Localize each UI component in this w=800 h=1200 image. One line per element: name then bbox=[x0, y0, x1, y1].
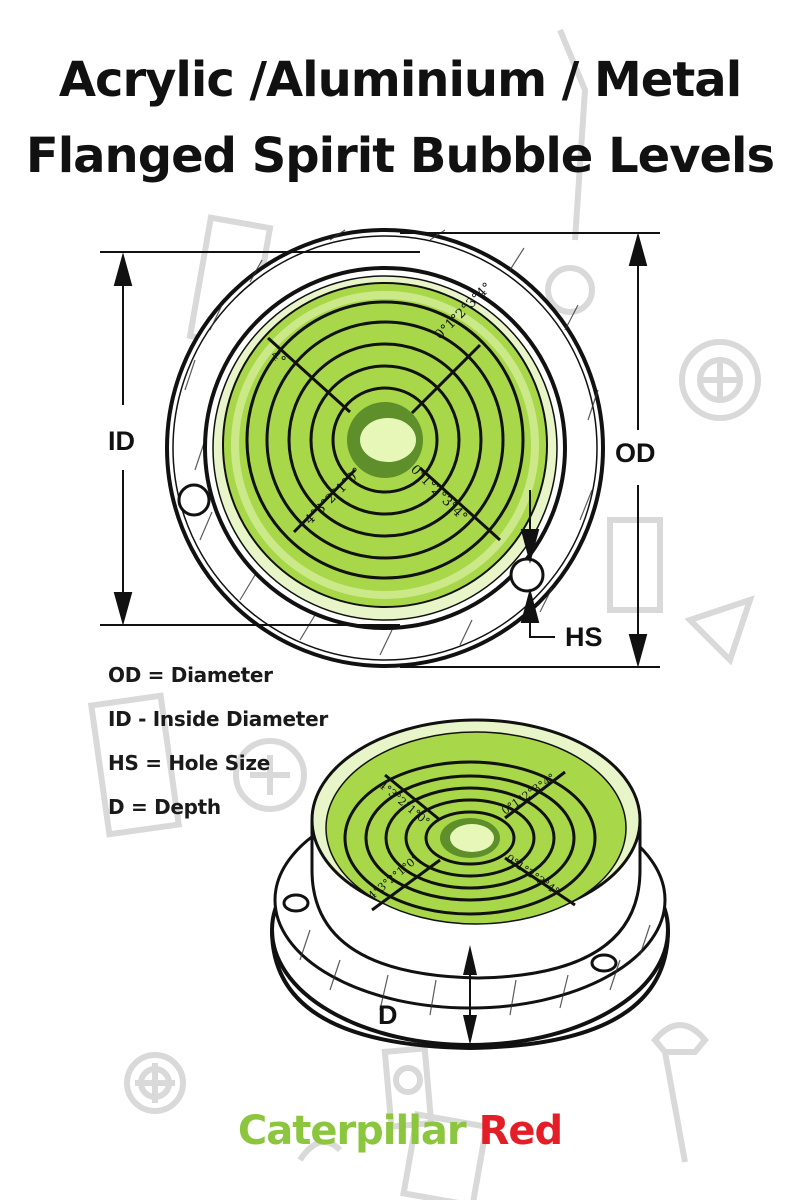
title-line-2: Flanged Spirit Bubble Levels bbox=[25, 128, 775, 184]
background-hardware-icons bbox=[87, 28, 761, 1200]
perspective-view-level: 4°3°2°1°0° 0°1°2°3°4° 4°3°2°1°0° 0°1°2°3… bbox=[270, 718, 670, 1051]
id-dimension-label: ID bbox=[108, 426, 135, 456]
brand-logo: Caterpillar Red bbox=[0, 1108, 800, 1154]
title-line-1: Acrylic /Aluminium / Metal bbox=[58, 52, 742, 108]
d-dimension-label: D bbox=[378, 1000, 398, 1030]
dimension-lines bbox=[100, 232, 660, 668]
legend-item-id: ID - Inside Diameter bbox=[108, 707, 328, 731]
brand-name-green: Caterpillar bbox=[237, 1108, 467, 1154]
dimension-legend: OD = Diameter ID - Inside Diameter HS = … bbox=[108, 662, 328, 838]
legend-item-od: OD = Diameter bbox=[108, 663, 273, 687]
od-dimension-label: OD bbox=[615, 438, 656, 468]
legend-item-hs: HS = Hole Size bbox=[108, 751, 270, 775]
hs-dimension-label: HS bbox=[565, 622, 603, 652]
top-view-level: 4° 0°1°2°3°4° 4°3°2°1°0° 0°1°2°3°4° bbox=[165, 228, 605, 668]
brand-name-red: Red bbox=[478, 1108, 564, 1154]
legend-item-d: D = Depth bbox=[108, 795, 221, 819]
